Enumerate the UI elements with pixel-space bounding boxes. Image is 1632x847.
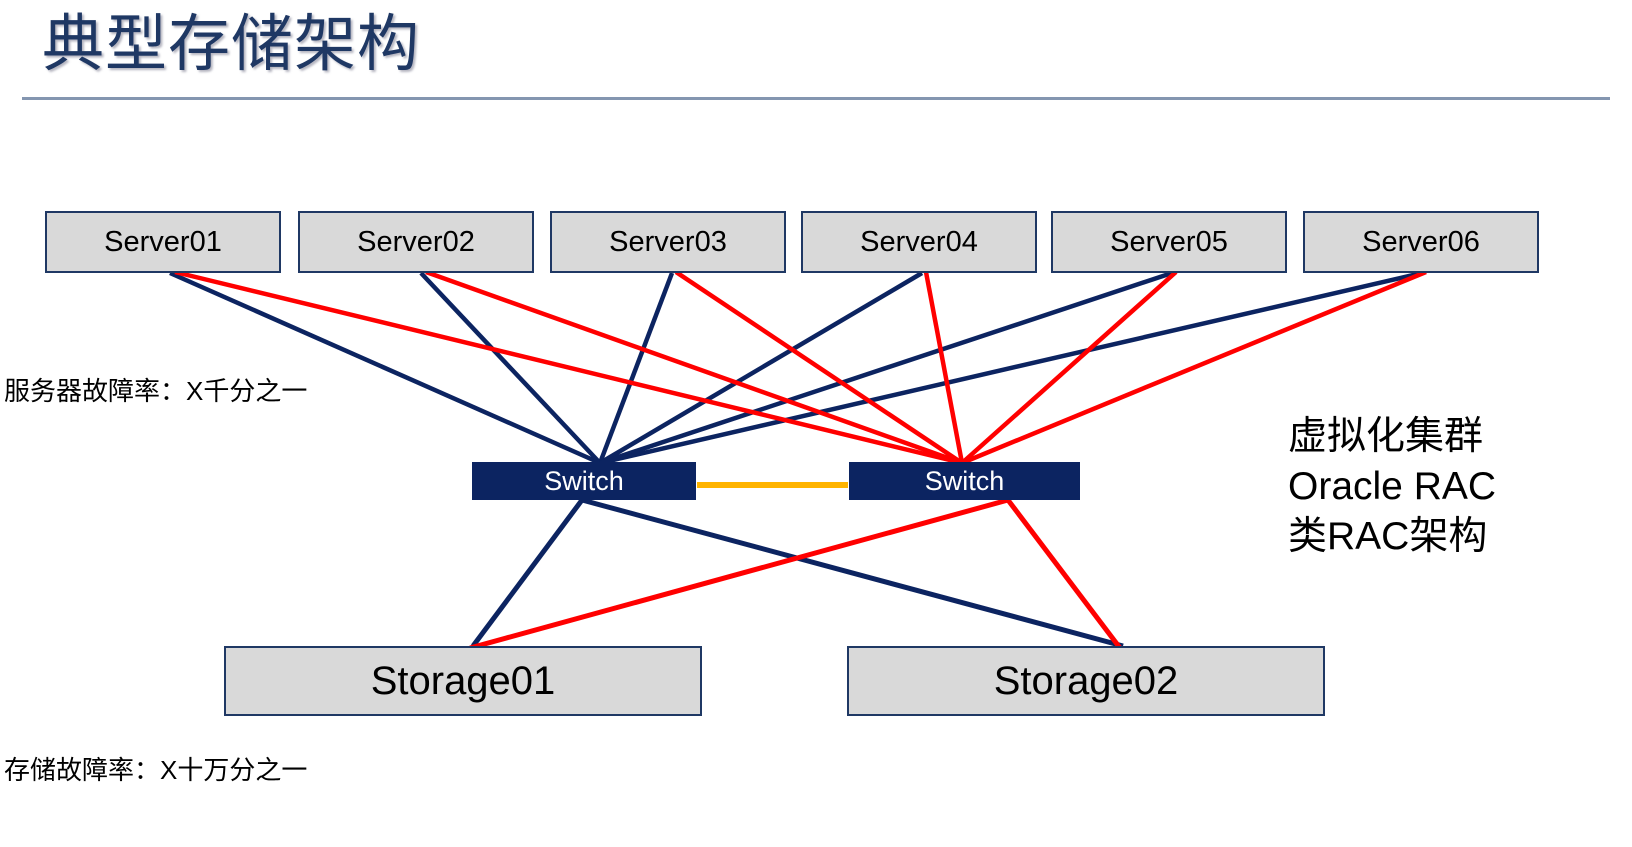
link-server-to-switch-left-5 — [599, 270, 1173, 466]
node-label: Server02 — [357, 225, 475, 258]
link-server-to-switch-right-3 — [674, 270, 964, 465]
node-server-03[interactable]: Server03 — [550, 211, 786, 273]
node-label: Storage02 — [993, 658, 1179, 703]
node-label: Storage01 — [370, 658, 556, 703]
link-switch-left-to-storage-1 — [470, 498, 585, 648]
node-label: Server06 — [1362, 225, 1480, 258]
note-server-failure-rate: 服务器故障率：X千分之一 — [4, 376, 308, 406]
title-divider — [22, 97, 1610, 100]
link-server-to-switch-right-5 — [960, 270, 1178, 465]
node-switch-left[interactable]: Switch — [472, 462, 696, 500]
node-storage-02[interactable]: Storage02 — [847, 646, 1325, 716]
node-label: Switch — [544, 465, 624, 496]
node-label: Server01 — [104, 225, 222, 258]
link-switch-right-to-storage-1 — [469, 497, 1009, 651]
node-label: Server04 — [860, 225, 978, 258]
node-storage-01[interactable]: Storage01 — [224, 646, 702, 716]
note-cluster-types: 虚拟化集群 Oracle RAC 类RAC架构 — [1288, 412, 1496, 562]
link-server-to-switch-left-2 — [419, 271, 602, 465]
link-switch-right-to-storage-2 — [1006, 498, 1122, 650]
node-server-06[interactable]: Server06 — [1303, 211, 1539, 273]
link-server-to-switch-right-4 — [923, 271, 965, 464]
node-label: Server03 — [609, 225, 727, 258]
node-server-02[interactable]: Server02 — [298, 211, 534, 273]
node-label: Server05 — [1110, 225, 1228, 258]
link-server-to-switch-left-4 — [598, 271, 924, 465]
cluster-type-line-2: Oracle RAC — [1288, 465, 1497, 508]
node-switch-right[interactable]: Switch — [849, 462, 1080, 500]
node-server-04[interactable]: Server04 — [801, 211, 1037, 273]
link-server-to-switch-right-1 — [174, 269, 963, 466]
link-server-to-switch-right-2 — [425, 269, 963, 466]
cluster-type-line-3: 类RAC架构 — [1288, 515, 1488, 558]
link-server-to-switch-left-3 — [597, 272, 675, 464]
node-label: Switch — [924, 465, 1005, 496]
node-server-01[interactable]: Server01 — [45, 211, 281, 273]
cluster-type-line-1: 虚拟化集群 — [1288, 415, 1484, 458]
link-server-to-switch-left-1 — [169, 270, 601, 466]
page-title: 典型存储架构 — [42, 10, 421, 79]
link-switch-left-to-storage-2 — [581, 497, 1124, 649]
node-server-05[interactable]: Server05 — [1051, 211, 1287, 273]
note-storage-failure-rate: 存储故障率：X十万分之一 — [4, 755, 308, 785]
